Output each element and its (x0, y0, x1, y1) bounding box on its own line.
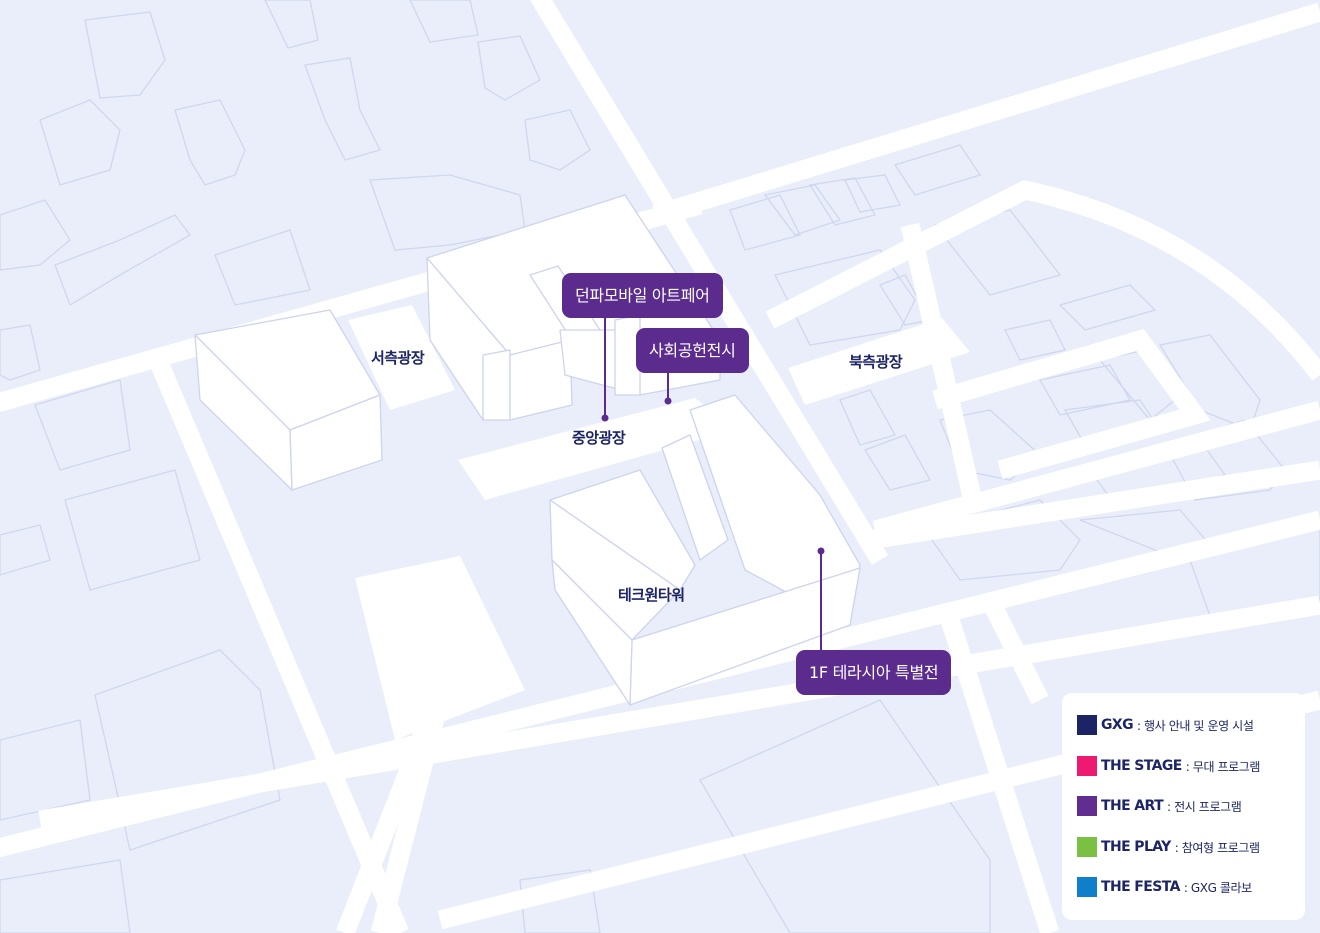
legend-item-the-festa: THE FESTA : GXG 콜라보 (1077, 877, 1252, 897)
legend-desc: : 전시 프로그램 (1167, 799, 1242, 814)
legend-item-the-art: THE ART : 전시 프로그램 (1077, 796, 1242, 816)
legend-swatch-the-play (1077, 837, 1097, 857)
plaza-shapes (348, 305, 970, 740)
central-plaza-label: 중앙광장 (572, 429, 626, 447)
legend-swatch-the-art (1077, 796, 1097, 816)
tech-one-tower-label: 테크원타워 (618, 586, 685, 604)
legend-panel: GXG : 행사 안내 및 운영 시설 THE STAGE : 무대 프로그램 … (1062, 693, 1305, 920)
legend-name: GXG (1101, 717, 1134, 733)
west-plaza-label: 서측광장 (371, 349, 425, 367)
legend-name: THE STAGE (1101, 758, 1182, 774)
legend-desc: : 참여형 프로그램 (1174, 840, 1260, 855)
north-plaza-label: 북측광장 (849, 353, 903, 371)
legend-desc: : 행사 안내 및 운영 시설 (1136, 718, 1254, 733)
legend-name: THE FESTA (1101, 879, 1180, 895)
callout-dots (601, 397, 825, 555)
legend-swatch-gxg (1077, 715, 1097, 735)
callout-social-contribution-exhibit[interactable]: 사회공헌전시 (636, 328, 749, 373)
callout-terrasia-special-exhibit[interactable]: 1F 테라시아 특별전 (796, 650, 952, 695)
legend-name: THE PLAY (1101, 839, 1171, 855)
legend-swatch-the-stage (1077, 756, 1097, 776)
legend-item-the-stage: THE STAGE : 무대 프로그램 (1077, 756, 1260, 776)
legend-item-gxg: GXG : 행사 안내 및 운영 시설 (1077, 715, 1254, 735)
legend-name: THE ART (1101, 798, 1164, 814)
callout-dunpa-mobile-artfair[interactable]: 던파모바일 아트페어 (562, 273, 723, 318)
legend-item-the-play: THE PLAY : 참여형 프로그램 (1077, 837, 1260, 857)
legend-desc: : 무대 프로그램 (1185, 759, 1261, 774)
legend-swatch-the-festa (1077, 877, 1097, 897)
legend-desc: : GXG 콜라보 (1183, 880, 1252, 895)
